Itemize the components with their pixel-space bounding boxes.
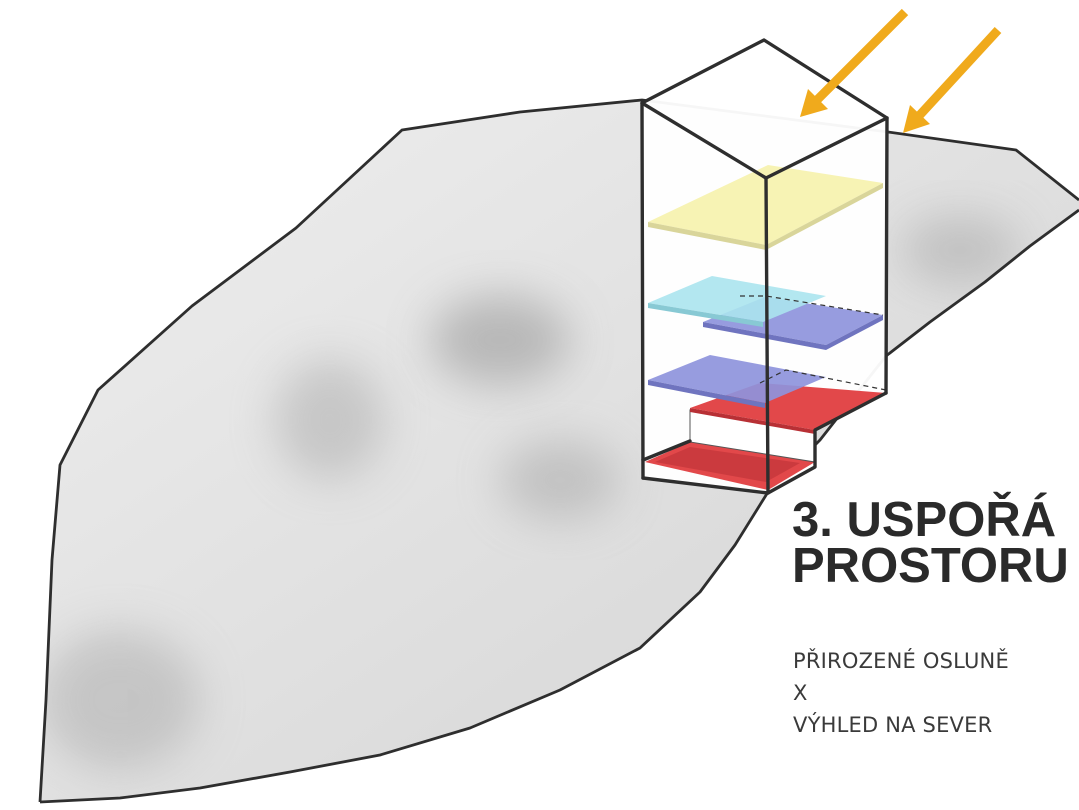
- title-line-2: PROSTORU: [792, 539, 1069, 593]
- sun-arrow-icon: [903, 26, 1002, 133]
- terrain-shadow: [500, 440, 620, 520]
- floor-plate-cyan: [648, 276, 826, 322]
- subtitle-line-2: X: [793, 681, 808, 705]
- building-wireframe: [640, 38, 889, 495]
- base-outline: [641, 391, 888, 495]
- terrain-shading: [40, 215, 1020, 770]
- sun-arrows: [800, 8, 1002, 133]
- subtitle-line-3: VÝHLED NA SEVER: [793, 713, 993, 737]
- diagram-title: 3. USPOŘÁ PROSTORU: [792, 493, 1069, 593]
- terrain-shadow: [40, 630, 200, 770]
- floor-plate-red-bottom-inner: [655, 447, 800, 482]
- edge-left: [640, 101, 645, 480]
- sun-arrow-icon: [800, 8, 909, 117]
- floor-plates: [645, 165, 887, 490]
- title-line-1: 3. USPOŘÁ: [792, 493, 1057, 547]
- subtitle-line-1: PŘIROZENÉ OSLUNĚ: [793, 649, 1009, 673]
- edge-right: [884, 116, 889, 395]
- diagram-subtitle: PŘIROZENÉ OSLUNĚ X VÝHLED NA SEVER: [793, 645, 1009, 741]
- floor-plate-blue-upper-edge: [826, 315, 883, 350]
- terrain-shadow: [275, 360, 385, 480]
- floor-plate-red-upper-edge: [690, 408, 815, 434]
- floor-plate-cyan-edge: [648, 303, 763, 327]
- floor-plate-yellow-edge: [648, 222, 766, 250]
- floor-plate-blue-lower-edge: [648, 380, 765, 408]
- floor-plate-blue-upper-edge: [703, 322, 826, 350]
- terrain-shadow: [900, 215, 1020, 285]
- terrain-shadow: [430, 295, 570, 385]
- base-left: [641, 439, 692, 462]
- edge-front: [764, 176, 770, 495]
- floor-plate-yellow-edge: [766, 183, 883, 250]
- floor-plate-blue-lower: [648, 355, 826, 403]
